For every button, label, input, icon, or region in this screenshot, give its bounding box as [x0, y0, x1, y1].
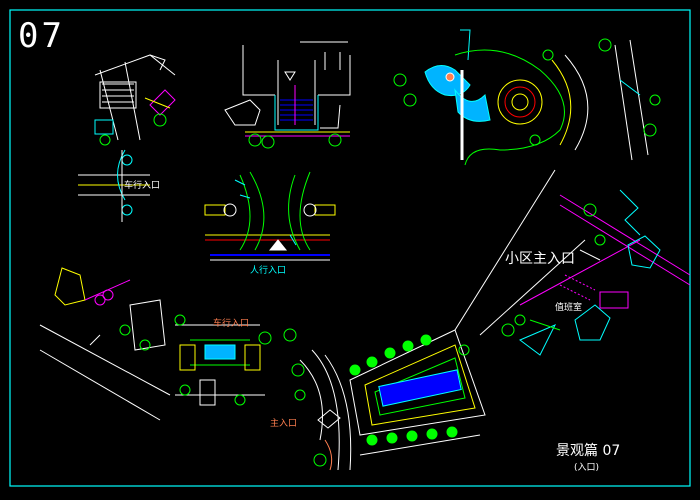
entrance-label-main-plan: 主入口: [270, 419, 298, 429]
leader-line-2: [479, 239, 586, 336]
drawing-entrance-b: [224, 41, 351, 149]
entrance-label-c: 人行入口: [250, 266, 287, 276]
entrance-label-e: 车行入口: [213, 319, 250, 329]
sheet-border: [9, 9, 691, 487]
main-entrance-label: 小区主入口: [505, 251, 575, 267]
drawing-main-entrance-plan: [283, 328, 486, 471]
sheet-title: 景观篇 07: [556, 443, 621, 459]
drawing-car-entrance: [78, 149, 150, 222]
drawing-entrance-e: [174, 314, 272, 406]
sheet-number-label: 07: [18, 16, 65, 56]
drawing-entrance-c: [204, 171, 336, 261]
sheet-subtitle: (入口): [574, 463, 600, 473]
car-entrance-label: 车行入口: [124, 181, 161, 191]
drawing-guard-house: [501, 189, 691, 356]
drawing-park-plan: [393, 29, 661, 166]
leader-line-1: [454, 169, 556, 331]
drawing-entrance-a: [94, 54, 176, 146]
drawing-entrance-d: [39, 267, 171, 421]
guard-house-label: 值班室: [555, 303, 583, 313]
